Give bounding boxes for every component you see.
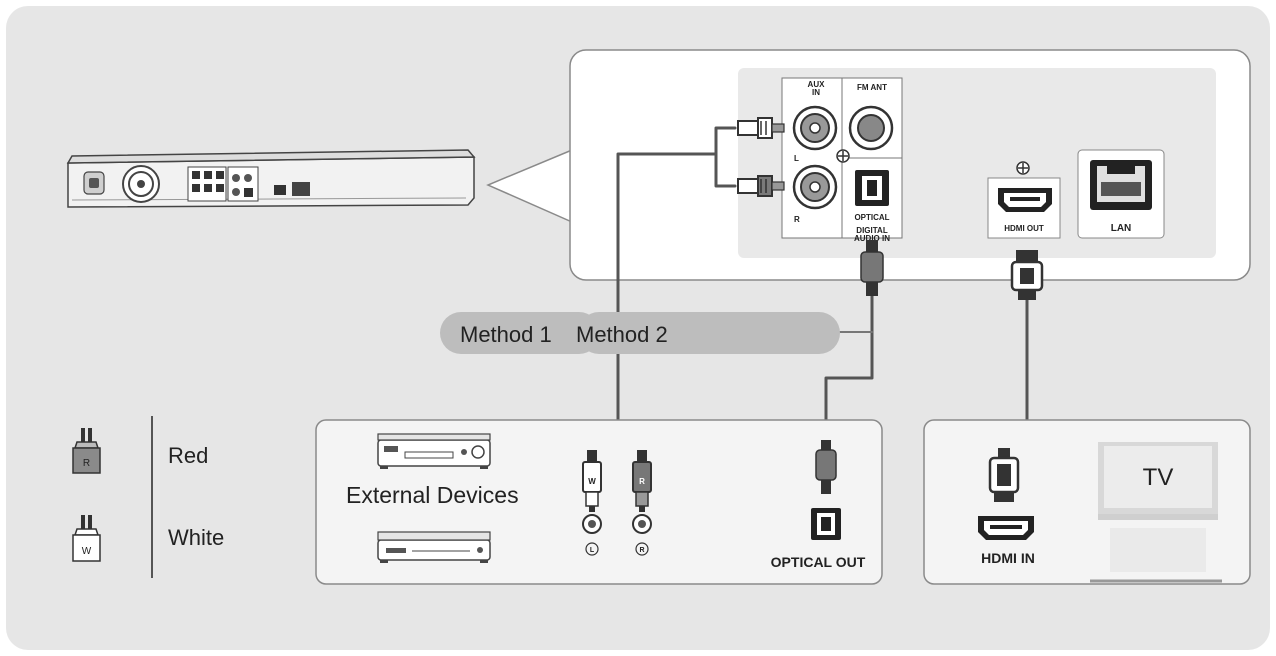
ground-icon (1016, 161, 1030, 175)
external-devices-title: External Devices (346, 482, 519, 508)
audio-out-r-jack[interactable] (632, 514, 652, 534)
lan-label: LAN (1111, 223, 1132, 234)
aux-l-label: L (794, 154, 799, 163)
rca-plug-red-letter: R (639, 477, 645, 486)
rca-plug-red (632, 450, 652, 512)
aux-in-l-jack[interactable] (792, 105, 838, 151)
hdmi-in-label: HDMI IN (981, 550, 1035, 566)
audio-out-l-jack[interactable] (582, 514, 602, 534)
method-2-pill (578, 312, 840, 354)
red-label: Red (168, 443, 208, 468)
jack-r-label: R (639, 547, 644, 554)
tv-label: TV (1143, 464, 1174, 491)
method-1-pill (440, 312, 600, 354)
red-plug-letter: R (83, 458, 90, 469)
aux-r-label: R (794, 215, 800, 224)
player-terminals-icon (187, 166, 310, 202)
fm-antenna-jack[interactable] (848, 105, 894, 151)
optical-cable (824, 293, 874, 442)
rca-plug-red-panel (737, 175, 785, 197)
ground-icon (836, 149, 850, 163)
hdmi-plug-panel (1010, 250, 1044, 300)
method-1-label: Method 1 (460, 322, 552, 347)
legend: R W Red White (72, 416, 224, 578)
rca-cable-bend (714, 126, 737, 188)
rca-plug-white-panel (737, 117, 785, 139)
tv-icon (1090, 442, 1222, 583)
power-inlet-icon (83, 171, 105, 195)
aux-in-r-jack[interactable] (792, 164, 838, 210)
tv-box: HDMI IN TV (923, 419, 1251, 585)
optical-label: OPTICAL (854, 213, 889, 222)
white-plug-letter: W (82, 546, 92, 557)
optical-plug-panel (860, 240, 884, 296)
red-plug-icon (72, 428, 101, 474)
lan-port[interactable] (1090, 160, 1152, 210)
player-rear-view (66, 149, 476, 208)
fan-icon (122, 165, 160, 203)
callout-joint (572, 140, 578, 232)
dvd-recorder-icon (377, 433, 491, 469)
optical-out-label: OPTICAL OUT (771, 554, 866, 570)
hdmi-plug-tv (988, 448, 1020, 502)
hdmi-out-label: HDMI OUT (1004, 224, 1044, 233)
hdmi-out-port[interactable] (998, 188, 1052, 212)
jack-l-label: L (590, 547, 595, 554)
hdmi-in-port[interactable] (978, 516, 1034, 540)
white-label: White (168, 525, 224, 550)
method-2-label: Method 2 (576, 322, 668, 347)
optical-in-port[interactable] (855, 170, 889, 206)
rca-plug-white (582, 450, 602, 512)
fm-ant-label: FM ANT (857, 83, 887, 92)
optical-out-port[interactable] (811, 508, 841, 540)
external-devices-box: External Devices W R L R (315, 419, 883, 585)
rca-plug-white-letter: W (588, 477, 596, 486)
media-player-icon (377, 531, 491, 563)
optical-plug (815, 440, 837, 494)
white-plug-icon (72, 515, 101, 562)
